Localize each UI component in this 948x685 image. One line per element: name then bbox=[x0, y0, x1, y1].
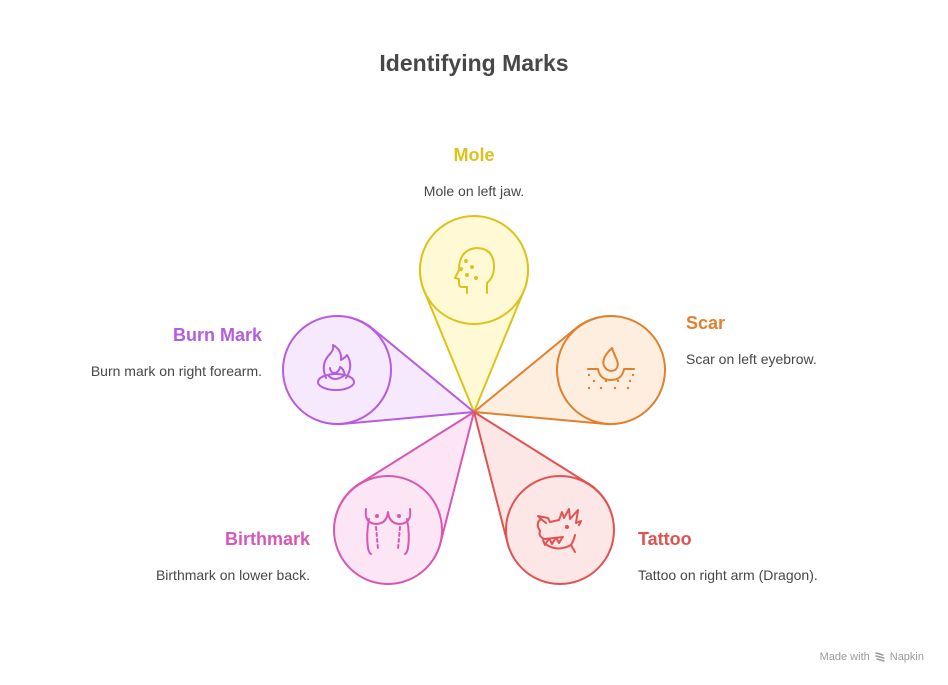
head-with-spots-icon bbox=[454, 247, 495, 294]
mole-petal bbox=[419, 215, 529, 413]
scar-description: Scar on left eyebrow. bbox=[686, 351, 817, 367]
napkin-logo-icon bbox=[875, 652, 885, 662]
birthmark-petal bbox=[333, 411, 475, 585]
burn-mark-description: Burn mark on right forearm. bbox=[90, 363, 262, 379]
tattoo-petal bbox=[473, 411, 615, 585]
watermark-text: Made with bbox=[819, 651, 870, 663]
tattoo-label: Tattoo bbox=[638, 529, 692, 549]
skin-drop-icon bbox=[587, 347, 635, 390]
birthmark-label: Birthmark bbox=[224, 529, 310, 549]
scar-label: Scar bbox=[686, 313, 726, 333]
burn-mark-label: Burn Mark bbox=[172, 325, 262, 345]
mole-label: Mole bbox=[453, 145, 495, 165]
birthmark-description: Birthmark on lower back. bbox=[155, 567, 310, 583]
burn-mark-petal bbox=[282, 315, 475, 426]
flame-icon bbox=[317, 344, 355, 391]
mole-description: Mole on left jaw. bbox=[423, 183, 525, 199]
diagram-title: Identifying Marks bbox=[379, 50, 569, 76]
dragon-head-icon bbox=[536, 508, 582, 553]
tattoo-description: Tattoo on right arm (Dragon). bbox=[638, 567, 818, 583]
watermark-brand: Napkin bbox=[889, 651, 924, 663]
watermark: Made with Napkin bbox=[820, 651, 924, 663]
torso-icon bbox=[364, 508, 412, 555]
